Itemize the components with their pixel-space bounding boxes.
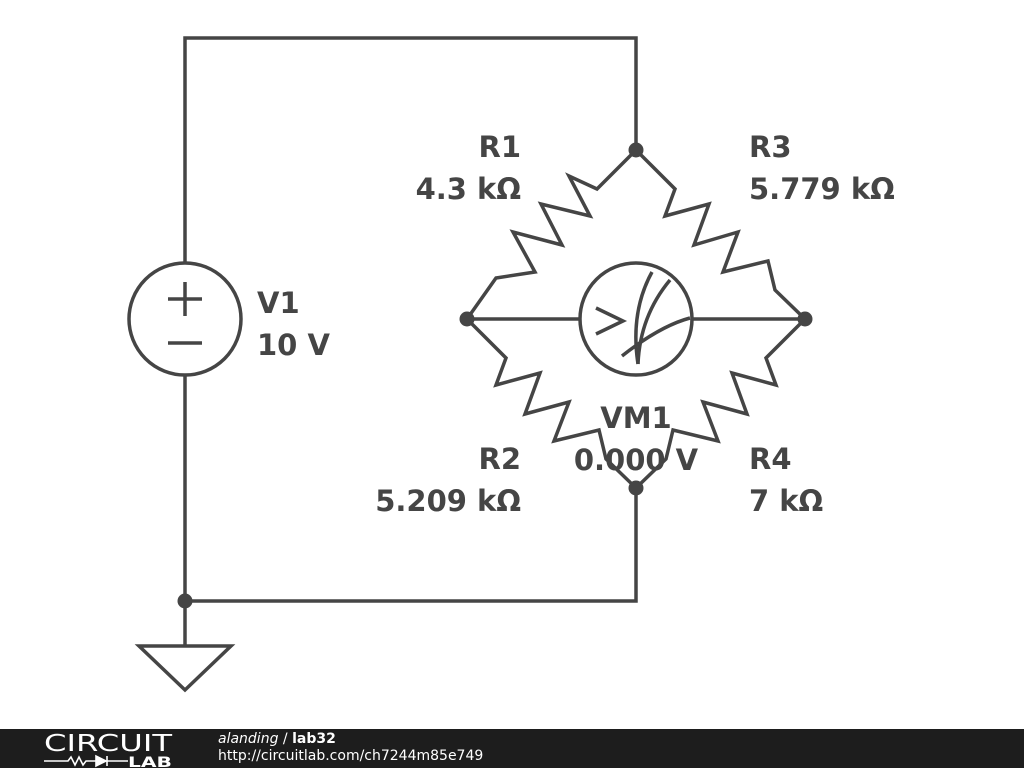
r3-value-label: 5.779 kΩ [749,172,895,206]
resistor-r2[interactable] [465,317,638,490]
resistor-r2-zigzag [465,317,638,490]
component-labels: R1 4.3 kΩ R3 5.779 kΩ V1 10 V VM1 0.000 … [257,130,895,518]
logo-bottom-text: LAB [128,755,172,768]
voltmeter-body [578,261,694,377]
junctions [177,142,813,609]
v1-value-label: 10 V [257,328,330,362]
r1-name-label: R1 [478,130,521,164]
circuit-schematic: R1 4.3 kΩ R3 5.779 kΩ V1 10 V VM1 0.000 … [127,36,895,693]
author-link[interactable]: alanding [218,731,279,747]
wire-network [183,36,638,646]
voltmeter-needle-right [620,316,691,358]
resistor-r1-zigzag [465,148,638,321]
r1-value-label: 4.3 kΩ [416,172,521,206]
plus-sign-icon [168,282,202,316]
resistor-r4-zigzag [634,317,807,490]
junction-left [459,311,475,327]
r3-name-label: R3 [749,130,792,164]
junction-right [797,311,813,327]
junction-bottom [628,480,644,496]
r4-name-label: R4 [749,442,792,476]
voltmeter-vm1[interactable] [467,261,805,377]
resistor-r3[interactable] [634,148,807,321]
junction-ground [177,593,193,609]
r2-name-label: R2 [478,442,521,476]
circuitlab-logo[interactable]: CIRCUIT LAB [44,729,176,768]
footer-info: alanding / lab32 http://circuitlab.com/c… [218,731,483,765]
diode-logo-icon [95,754,128,768]
voltage-source-body [127,261,243,377]
resistor-r4[interactable] [634,317,807,490]
ground-icon [134,644,236,693]
footer-bar: CIRCUIT LAB alanding / lab32 http://circ… [0,729,1024,768]
circuit-url[interactable]: http://circuitlab.com/ch7244m85e749 [218,748,484,764]
byline-separator: / [278,731,293,747]
wire-top-loop [183,36,638,263]
wire-bottom-loop [183,376,638,603]
v1-name-label: V1 [257,286,300,320]
resistor-r3-zigzag [634,148,807,321]
logo-top-text: CIRCUIT [44,731,173,757]
junction-top [628,142,644,158]
voltmeter-scale-arc [634,271,654,365]
voltmeter-v-arrow-icon [595,306,628,336]
vm1-value-label: 0.000 V [574,443,699,477]
resistor-r1[interactable] [465,148,638,321]
footer-byline: alanding / lab32 [218,731,483,748]
voltage-source-v1[interactable] [127,261,243,377]
vm1-name-label: VM1 [600,401,671,435]
r4-value-label: 7 kΩ [749,484,823,518]
circuit-title[interactable]: lab32 [292,731,336,747]
r2-value-label: 5.209 kΩ [375,484,521,518]
resistor-logo-icon [44,755,96,767]
voltmeter-needle-left [636,278,672,365]
